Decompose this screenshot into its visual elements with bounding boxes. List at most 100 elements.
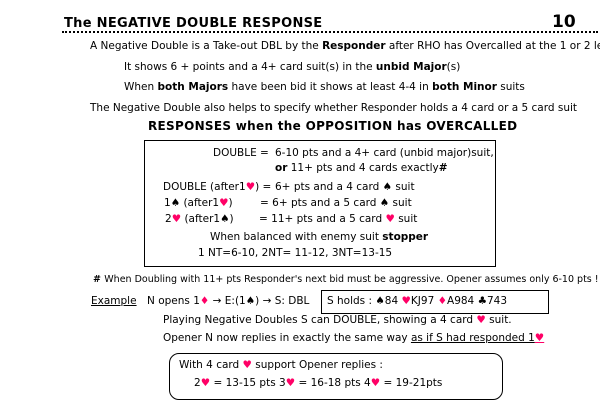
text-segment: stopper [382,231,429,243]
text-segment: = 6+ pts and a 5 card [260,197,380,209]
text-segment: Opener N now replies in exactly the same… [163,332,411,344]
opener-replies-box [169,353,503,400]
text-segment: DOUBLE (after1 [163,181,246,193]
text-segment: both Minor [432,81,497,93]
support-line: With 4 card ♥ support Opener replies : [179,358,383,372]
text-segment: = 11+ pts and a 5 card [259,213,386,225]
section-heading: RESPONSES when the OPPOSITION has OVERCA… [148,119,518,133]
resp-row-2-text: = 6+ pts and a 5 card ♠ suit [260,196,412,210]
text-segment: 1 NT=6-10, 2NT= 11-12, 3NT=13-15 [198,247,393,259]
text-segment: S holds : [327,295,376,307]
club-suit-icon: ♣ [477,295,487,307]
text-segment: have been bid it shows at least 4-4 in [228,81,433,93]
heart-suit-icon: ♥ [285,377,296,389]
text-segment: = 19-21pts [380,377,443,389]
text-segment: suit [389,197,412,209]
text-segment: (s) [446,61,461,73]
text-segment: (after1 [180,197,220,209]
resp-row-2-label: 1♠ (after1♥) [164,196,233,210]
intro-line-1: A Negative Double is a Take-out DBL by t… [90,39,600,53]
text-segment: ) [229,213,234,225]
text-segment: 743 [487,295,508,307]
diamond-suit-icon: ♦ [199,295,210,307]
text-segment: ) → S: DBL [255,295,310,307]
s-holds-box [321,290,549,314]
page-number: 10 [552,12,576,32]
text-segment: suit [394,213,418,225]
text-segment: KJ97 [410,295,438,307]
text-segment: 1 [164,197,171,209]
text-segment: # [438,162,448,174]
text-segment: The Negative Double also helps to specif… [90,102,578,114]
text-segment: A Negative Double is a Take-out DBL by t… [90,40,323,52]
balanced-line: When balanced with enemy suit stopper [210,230,428,244]
text-segment: (after1 [181,213,221,225]
text-segment: = 13-15 pts 3 [210,377,286,389]
text-segment: # [93,274,105,285]
intro-line-2: It shows 6 + points and a 4+ card suit(s… [124,60,460,74]
nt-line: 1 NT=6-10, 2NT= 11-12, 3NT=13-15 [198,246,392,260]
heart-suit-icon: ♥ [385,213,395,225]
heart-suit-icon: ♥ [476,314,486,326]
text-segment: Example [91,295,137,307]
text-segment: It shows 6 + points and a 4+ card suit(s… [124,61,376,73]
text-segment: or [275,162,288,174]
text-segment: DOUBLE = [213,147,269,159]
opener-line: Opener N now replies in exactly the same… [163,331,544,345]
footnote: # When Doubling with 11+ pts Responder's… [93,273,599,287]
intro-line-4: The Negative Double also helps to specif… [90,101,577,115]
text-segment: as if S had responded 1 [410,332,535,344]
text-segment: suits [496,81,525,93]
text-segment: 84 [384,295,402,307]
heart-suit-icon: ♥ [401,295,411,307]
page-title: The NEGATIVE DOUBLE RESPONSE [64,16,323,31]
intro-line-3: When both Majors have been bid it shows … [124,80,525,94]
text-segment: When balanced with enemy suit [210,231,383,243]
playing-line: Playing Negative Doubles S can DOUBLE, s… [163,313,512,327]
text-segment: = 16-18 pts 4 [295,377,371,389]
replies-line: 2♥ = 13-15 pts 3♥ = 16-18 pts 4♥ = 19-21… [194,376,442,390]
text-segment: When [124,81,158,93]
resp-double-text-2: or 11+ pts and 4 cards exactly# [275,161,448,175]
spade-suit-icon: ♠ [382,181,393,193]
text-segment: N opens 1 [147,295,200,307]
text-segment: 2 [194,377,201,389]
example-auction: N opens 1♦ → E:(1♠) → S: DBL [147,294,309,308]
text-segment: suit. [485,314,512,326]
heart-suit-icon: ♥ [171,213,182,225]
heart-suit-icon: ♥ [370,377,381,389]
resp-row-3-text: = 11+ pts and a 5 card ♥ suit [259,212,417,226]
text-segment: 11+ pts and 4 cards exactly [287,162,439,174]
heart-suit-icon: ♥ [245,181,256,193]
resp-row-1-text: 6+ pts and a 4 card ♠ suit [275,180,415,194]
heart-suit-icon: ♥ [242,359,252,371]
text-segment: Responder [322,40,386,52]
spade-suit-icon: ♠ [245,295,256,307]
text-segment: With 4 card [179,359,243,371]
text-segment: 6+ pts and a 4 card [275,181,383,193]
text-segment: after RHO has Overcalled at the 1 or 2 l… [385,40,600,52]
heart-suit-icon: ♥ [534,332,545,344]
s-holds: S holds : ♠84 ♥KJ97 ♦A984 ♣743 [327,294,507,308]
title-divider [62,31,598,33]
resp-double-label: DOUBLE = [213,146,269,160]
spade-suit-icon: ♠ [170,197,181,209]
text-segment: A984 [447,295,478,307]
text-segment: Playing Negative Doubles S can DOUBLE, s… [163,314,477,326]
text-segment: 6-10 pts and a 4+ card (unbid major)suit… [275,147,494,159]
text-segment: ) = [255,181,272,193]
spade-suit-icon: ♠ [379,197,390,209]
spade-suit-icon: ♠ [220,213,230,225]
text-segment: 2 [165,213,172,225]
diamond-suit-icon: ♦ [437,295,448,307]
heart-suit-icon: ♥ [219,197,229,209]
example-label: Example [91,294,137,308]
text-segment: → E:(1 [209,295,246,307]
text-segment: both Majors [157,81,229,93]
text-segment: unbid Major [375,61,447,73]
responses-box [144,140,496,267]
text-segment: suit [392,181,415,193]
text-segment: ) [228,197,233,209]
resp-row-3-label: 2♥ (after1♠) [165,212,234,226]
resp-double-text: 6-10 pts and a 4+ card (unbid major)suit… [275,146,494,160]
